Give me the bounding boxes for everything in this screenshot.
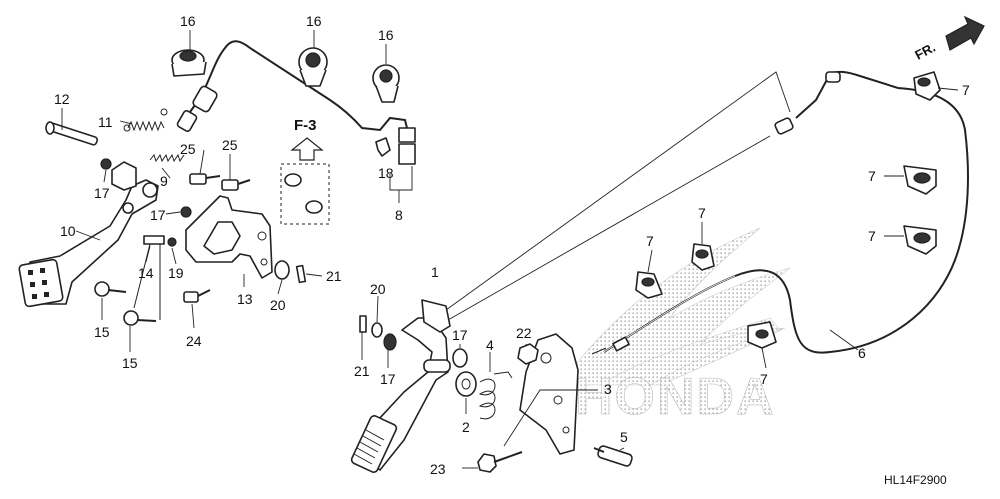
collar-2 bbox=[455, 371, 477, 397]
callout-15-b: 15 bbox=[122, 355, 138, 371]
flange-nut-upper bbox=[284, 173, 302, 187]
callout-3: 3 bbox=[604, 381, 612, 397]
callout-17-d: 17 bbox=[380, 371, 396, 387]
callout-19: 19 bbox=[168, 265, 184, 281]
callout-7-c: 7 bbox=[868, 228, 876, 244]
switch-connector-upper bbox=[398, 127, 416, 143]
callout-17-a: 17 bbox=[94, 185, 110, 201]
brake-switch-cable-assembly bbox=[171, 40, 416, 165]
washer-20-lower bbox=[371, 322, 383, 338]
cable-clip-7-d bbox=[691, 243, 715, 271]
bolt-24 bbox=[183, 289, 211, 303]
up-arrow-icon bbox=[290, 137, 324, 161]
callout-25-a: 25 bbox=[180, 141, 196, 157]
callout-8: 8 bbox=[395, 207, 403, 223]
callout-25-b: 25 bbox=[222, 137, 238, 153]
callout-7-a: 7 bbox=[962, 82, 970, 98]
f3-reference: F-3 bbox=[280, 117, 330, 225]
front-direction-indicator: FR. bbox=[912, 15, 985, 63]
cable-clip-7-a bbox=[913, 71, 941, 101]
callout-14: 14 bbox=[138, 265, 154, 281]
return-spring-11 bbox=[127, 120, 165, 132]
f3-reference-label: F-3 bbox=[294, 117, 317, 134]
throttle-bracket-3 bbox=[519, 333, 579, 455]
clip-19 bbox=[167, 237, 177, 247]
switch-plunger bbox=[176, 110, 198, 132]
callout-16-c: 16 bbox=[378, 27, 394, 43]
callout-16-b: 16 bbox=[306, 13, 322, 29]
callout-21-a: 21 bbox=[326, 268, 342, 284]
washer-20-upper bbox=[274, 260, 290, 280]
callout-2: 2 bbox=[462, 419, 470, 435]
cable-clip-7-b bbox=[903, 165, 937, 195]
callout-12: 12 bbox=[54, 91, 70, 107]
callout-5: 5 bbox=[620, 429, 628, 445]
callout-17-c: 17 bbox=[452, 327, 468, 343]
cable-clip-7-c bbox=[903, 225, 937, 255]
callout-1: 1 bbox=[431, 264, 439, 280]
callout-17-b: 17 bbox=[150, 207, 166, 223]
switch-connector-lower bbox=[398, 143, 416, 165]
callout-22: 22 bbox=[516, 325, 532, 341]
cable-clip-16-left bbox=[171, 49, 207, 77]
flange-nut-lower bbox=[305, 200, 323, 214]
callout-6: 6 bbox=[858, 345, 866, 361]
cable-clip-7-f bbox=[747, 321, 777, 349]
spring-9 bbox=[149, 153, 185, 163]
callout-16-a: 16 bbox=[180, 13, 196, 29]
callout-10: 10 bbox=[60, 223, 76, 239]
front-arrow-icon bbox=[945, 15, 985, 51]
cotter-pin-21-lower bbox=[359, 315, 367, 333]
callout-20-b: 20 bbox=[370, 281, 386, 297]
washer-17-c bbox=[452, 348, 468, 368]
pin-5 bbox=[593, 445, 633, 467]
callout-18: 18 bbox=[378, 165, 394, 181]
wire-clip-18 bbox=[375, 137, 391, 157]
diagram-code: HL14F2900 bbox=[884, 473, 947, 487]
callout-7-b: 7 bbox=[868, 168, 876, 184]
cotter-pin-21-upper bbox=[295, 264, 307, 284]
washer-17-d bbox=[383, 333, 397, 351]
callout-15-a: 15 bbox=[94, 324, 110, 340]
return-spring-4 bbox=[478, 371, 513, 420]
nut-22 bbox=[517, 343, 539, 365]
callout-leaders bbox=[61, 30, 959, 469]
callout-7-e: 7 bbox=[646, 233, 654, 249]
cable-clip-16-right bbox=[372, 64, 400, 103]
throttle-pedal-1 bbox=[350, 299, 451, 473]
link-rod-14 bbox=[133, 235, 177, 320]
honda-watermark-text: HONDA bbox=[575, 368, 776, 426]
pivot-pin-12 bbox=[45, 121, 99, 146]
brake-pedal-10 bbox=[18, 161, 159, 308]
bolt-25-a bbox=[189, 173, 221, 185]
callout-13: 13 bbox=[237, 291, 253, 307]
callout-labels: 1 2 3 4 5 6 7 7 7 7 7 7 7 8 9 10 11 12 1… bbox=[54, 13, 970, 477]
bolt-15-a bbox=[94, 281, 127, 297]
washer-17-b bbox=[180, 206, 192, 218]
callout-4: 4 bbox=[486, 337, 494, 353]
washer-17-a bbox=[100, 158, 112, 170]
callout-23: 23 bbox=[430, 461, 446, 477]
front-direction-label: FR. bbox=[912, 40, 938, 63]
callout-7-d: 7 bbox=[698, 205, 706, 221]
callout-11: 11 bbox=[98, 114, 113, 130]
switch-body bbox=[192, 85, 218, 113]
bolt-15-b bbox=[123, 310, 157, 326]
callout-9: 9 bbox=[160, 173, 168, 189]
cable-clip-7-e bbox=[635, 271, 663, 299]
bolt-23 bbox=[477, 451, 523, 473]
callout-21-b: 21 bbox=[354, 363, 370, 379]
callout-20-a: 20 bbox=[270, 297, 286, 313]
callout-24: 24 bbox=[186, 333, 202, 349]
callout-7-f: 7 bbox=[760, 371, 768, 387]
bolt-25-b bbox=[221, 179, 251, 191]
f3-dashed-box bbox=[280, 163, 330, 225]
pedal-bracket-13 bbox=[185, 195, 273, 279]
cable-clip-16-middle bbox=[298, 47, 328, 87]
